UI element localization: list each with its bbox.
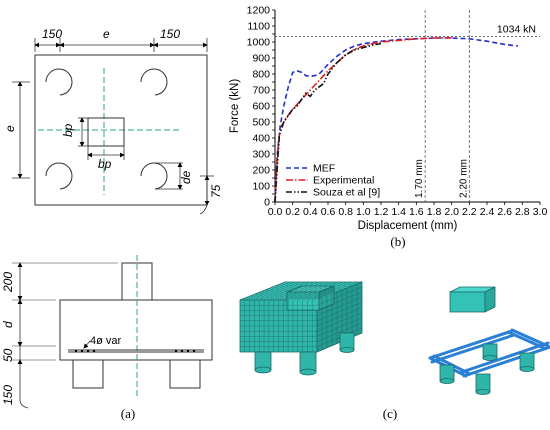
x-tick-label: 0.0 xyxy=(268,206,283,218)
rebar-label: 4ø var xyxy=(90,335,122,347)
legend-label-3: Souza et al [9] xyxy=(313,187,380,199)
plan-view: 150 e 150 e bp bp de 75 xyxy=(3,27,223,215)
y-tick-label: 700 xyxy=(252,85,270,97)
y-tick-label: 1100 xyxy=(247,21,270,33)
dim-e-top: e xyxy=(103,27,110,41)
x-tick-label: 2.0 xyxy=(444,206,459,218)
pile-circle-tl xyxy=(45,68,73,96)
annotation-label-2: 2.20 mm xyxy=(458,159,469,198)
x-tick-label: 1.6 xyxy=(409,206,424,218)
dim-50: 50 xyxy=(1,348,15,362)
legend-label-2: Experimental xyxy=(313,175,374,187)
x-tick-label: 0.8 xyxy=(338,206,353,218)
x-tick-label: 1.2 xyxy=(374,206,389,218)
x-tick-label: 1.4 xyxy=(391,206,406,218)
pile-circle-bl xyxy=(45,162,73,190)
section-pile-left xyxy=(72,359,104,389)
legend-label-1: MEF xyxy=(313,163,335,175)
y-tick-label: 600 xyxy=(252,101,270,113)
x-tick-label: 0.2 xyxy=(285,206,300,218)
y-tick-label: 400 xyxy=(252,133,270,145)
y-tick-label: 0 xyxy=(264,197,270,209)
pile-circle-tr xyxy=(140,68,168,96)
y-tick-label: 200 xyxy=(252,165,270,177)
label-de: de xyxy=(179,170,193,184)
dim-150-right: 150 xyxy=(160,27,180,41)
y-tick-label: 800 xyxy=(252,69,270,81)
panel-c-label: (c) xyxy=(383,406,397,421)
x-axis-label: Displacement (mm) xyxy=(358,220,458,232)
y-axis-label: Force (kN) xyxy=(229,79,241,133)
reference-line-label: 1034 kN xyxy=(497,24,536,36)
dim-150-section: 150 xyxy=(1,385,15,405)
x-tick-label: 1.0 xyxy=(356,206,371,218)
label-bp-horizontal: bp xyxy=(98,157,112,171)
annotation-label-1: 1.70 mm xyxy=(414,159,425,198)
y-tick-label: 100 xyxy=(252,181,270,193)
series-line-3 xyxy=(274,42,382,203)
dim-150-left: 150 xyxy=(42,27,62,41)
x-tick-label: 2.6 xyxy=(497,206,512,218)
x-tick-label: 2.4 xyxy=(480,206,495,218)
x-tick-label: 1.8 xyxy=(427,206,442,218)
dim-200: 200 xyxy=(1,272,15,293)
column-square xyxy=(87,117,125,147)
x-tick-label: 2.8 xyxy=(515,206,530,218)
label-75: 75 xyxy=(209,184,223,198)
section-view: 4ø var 200 d 50 150 xyxy=(1,255,213,409)
dim-d: d xyxy=(1,321,15,328)
label-bp-vertical: bp xyxy=(61,123,75,137)
exploded-column xyxy=(449,291,486,313)
pile-circle-br xyxy=(140,162,168,190)
y-tick-label: 300 xyxy=(252,149,270,161)
y-tick-label: 1000 xyxy=(247,37,271,49)
y-tick-label: 900 xyxy=(252,53,270,65)
series-line-1 xyxy=(274,37,518,203)
x-tick-label: 2.2 xyxy=(462,206,477,218)
x-tick-label: 0.6 xyxy=(321,206,336,218)
y-tick-label: 500 xyxy=(252,117,270,129)
fe-mesh-panel xyxy=(239,281,550,395)
panel-a-label: (a) xyxy=(121,406,135,421)
x-tick-label: 3.0 xyxy=(533,206,548,218)
y-tick-label: 1200 xyxy=(247,5,271,17)
panel-b-label: (b) xyxy=(390,234,405,249)
x-tick-label: 0.4 xyxy=(303,206,318,218)
dim-e-vertical: e xyxy=(3,125,17,132)
section-pile-right xyxy=(169,359,201,389)
